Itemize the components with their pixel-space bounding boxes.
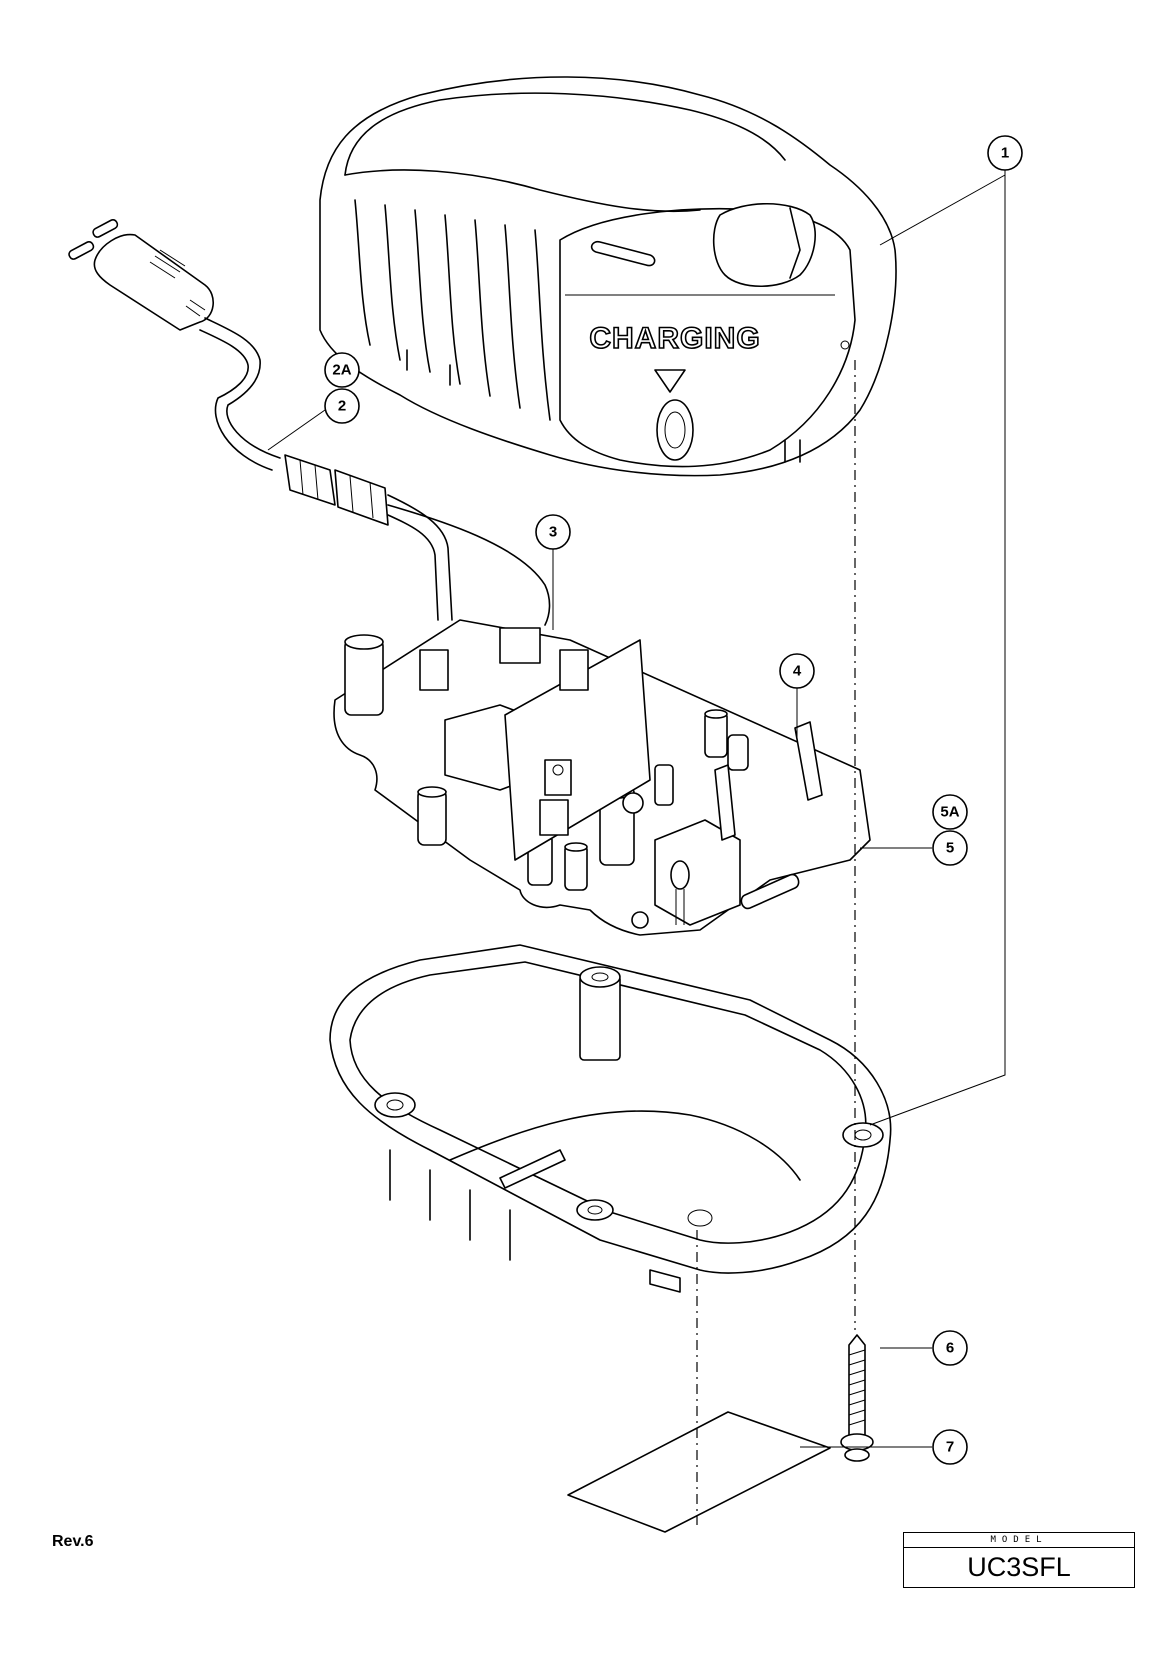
svg-text:7: 7	[946, 1439, 954, 1456]
power-cord-with-plug	[68, 218, 551, 626]
charger-bottom-case	[329, 944, 892, 1293]
callout-3: 3	[535, 514, 571, 550]
callout-2a: 2A	[324, 352, 360, 388]
callout-2: 2	[324, 388, 360, 424]
svg-text:1: 1	[1001, 145, 1009, 162]
callout-6: 6	[932, 1330, 968, 1366]
svg-text:2: 2	[338, 398, 346, 415]
model-number: UC3SFL	[967, 1552, 1071, 1582]
name-plate-label	[567, 1411, 831, 1533]
circuit-board-assembly	[333, 619, 871, 936]
svg-text:5A: 5A	[940, 804, 959, 821]
svg-text:6: 6	[946, 1340, 954, 1357]
callout-5: 5	[932, 830, 968, 866]
leader-lines	[267, 160, 1006, 1448]
callout-7: 7	[932, 1429, 968, 1465]
tapping-screw	[840, 1334, 874, 1462]
revision-label: Rev.6	[52, 1533, 94, 1550]
callout-4: 4	[779, 653, 815, 689]
svg-text:4: 4	[793, 663, 802, 680]
callout-1: 1	[987, 135, 1023, 171]
svg-text:3: 3	[549, 524, 557, 541]
charger-top-housing	[319, 76, 897, 477]
model-caption: MODEL	[904, 1533, 1134, 1548]
charging-emblem: CHARGING	[589, 322, 760, 355]
svg-text:2A: 2A	[332, 362, 351, 379]
model-box: MODEL UC3SFL	[903, 1532, 1135, 1588]
callout-5a: 5A	[932, 794, 968, 830]
svg-text:5: 5	[946, 840, 954, 857]
